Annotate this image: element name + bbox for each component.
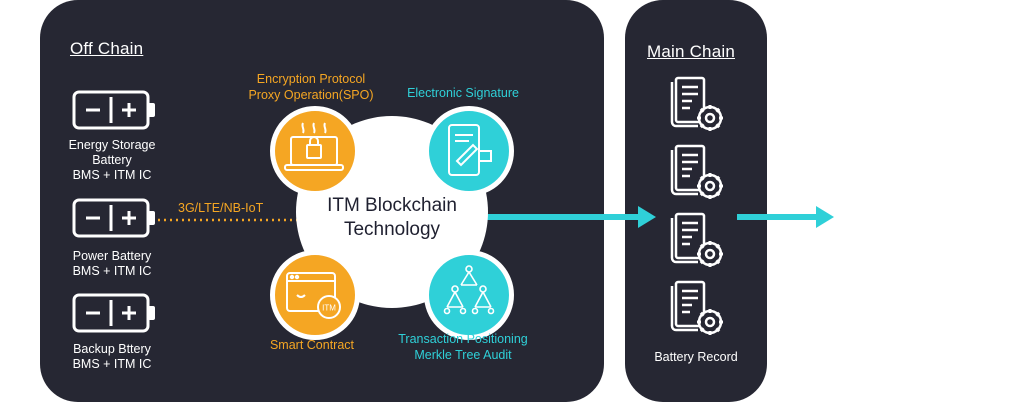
arrow-right-icon [485,206,656,228]
tablet-signature-icon [448,124,492,176]
off-chain-title: Off Chain [70,39,144,58]
main-chain-caption: Battery Record [654,350,738,364]
signature-node [424,106,514,196]
svg-text:ITM: ITM [322,304,336,313]
battery-icon [72,198,155,238]
hub-label: ITM Blockchain Technology [327,195,457,240]
main-chain-panel [625,0,767,402]
battery-caption-backup: Backup Bttery BMS + ITM IC [72,342,152,371]
arrow-right-icon [737,206,834,228]
encryption-node [270,106,360,196]
document-gear-icon [670,144,723,199]
battery-icon [72,90,155,130]
cpu-lock-icon [284,122,344,171]
smart-contract-icon: ITM [286,272,341,319]
merkle-tree-icon [443,265,495,315]
battery-icon [72,293,155,333]
battery-caption-energy: Energy Storage Battery BMS + ITM IC [68,138,156,182]
document-gear-icon [670,280,723,335]
main-chain-title: Main Chain [647,42,735,61]
contract-label: Smart Contract [269,338,355,352]
document-gear-icon [670,76,723,131]
merkle-label: Transaction Positioning Merkle Tree Audi… [398,332,528,362]
signature-label: Electronic Signature [407,86,519,100]
link-label: 3G/LTE/NB-IoT [178,201,264,215]
battery-caption-power: Power Battery BMS + ITM IC [72,249,152,278]
document-gear-icon [670,212,723,267]
encryption-label: Encryption Protocol Proxy Operation(SPO) [248,72,374,102]
merkle-node [424,250,514,340]
contract-node: ITM [270,250,360,340]
